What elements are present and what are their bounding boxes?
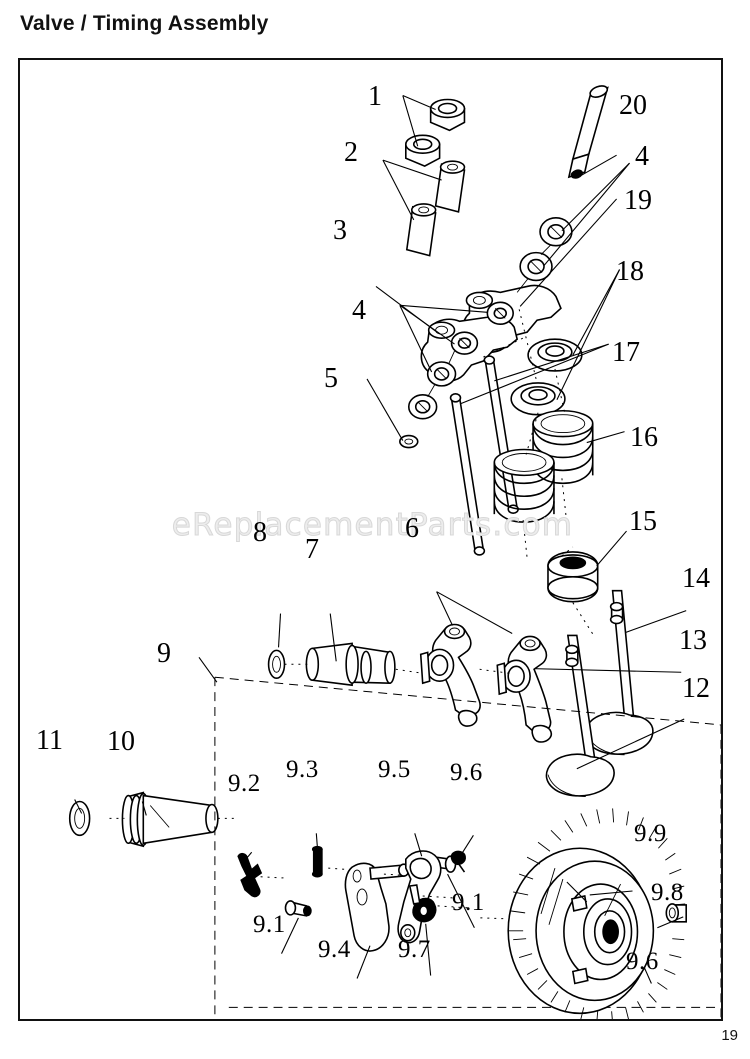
- part-tappet: [121, 791, 219, 848]
- part-plunger-9-3: [311, 845, 323, 878]
- diagram-frame: .ln { stroke:#000; stroke-width:1.2; fil…: [18, 58, 723, 1021]
- callout-9-6-lower: 9.6: [626, 948, 659, 975]
- part-tappet-washer: [68, 800, 91, 837]
- part-cam-gear-9-9: [507, 808, 686, 1019]
- callout-7: 7: [305, 534, 319, 565]
- callout-5: 5: [324, 363, 338, 394]
- part-adjusting-bolt: [567, 85, 609, 179]
- part-valve-spring-upper: [532, 409, 594, 485]
- callout-9-1-right: 9.1: [452, 889, 485, 916]
- part-bushing-9-8: [665, 903, 687, 923]
- part-pivot-l4: [407, 394, 438, 420]
- part-spring-retainer-upper: [527, 338, 583, 372]
- part-pivot-l3: [426, 361, 457, 387]
- exploded-parts-drawing: .ln { stroke:#000; stroke-width:1.2; fil…: [68, 85, 721, 1019]
- callout-15: 15: [629, 506, 657, 537]
- page-title: Valve / Timing Assembly: [20, 12, 269, 35]
- callout-20: 20: [619, 90, 647, 121]
- callout-6: 6: [405, 513, 419, 544]
- part-lock-nut-lower: [405, 134, 441, 168]
- page-number: 19: [721, 1027, 738, 1044]
- part-pivot-r1: [539, 217, 573, 247]
- part-valve-stem-seal: [547, 551, 599, 603]
- part-rocker-arm-2: [496, 635, 553, 743]
- part-exhaust-valve: [584, 589, 654, 756]
- callout-9-8: 9.8: [651, 879, 684, 906]
- callout-4-right: 4: [635, 141, 649, 172]
- part-adjuster-screw-upper: [434, 160, 466, 213]
- callout-9-4: 9.4: [318, 936, 351, 963]
- callout-9-3: 9.3: [286, 756, 319, 783]
- callout-18: 18: [616, 256, 644, 287]
- callout-12: 12: [682, 673, 710, 704]
- part-push-rod-2: [449, 393, 486, 556]
- callout-9-1-left: 9.1: [253, 911, 286, 938]
- part-washer: [399, 434, 419, 449]
- callout-1: 1: [368, 81, 382, 112]
- callout-3: 3: [333, 215, 347, 246]
- part-pivot-l1: [486, 301, 514, 326]
- part-lock-nut-upper: [429, 98, 466, 132]
- callout-9-9: 9.9: [634, 820, 667, 847]
- callout-9-6-upper: 9.6: [450, 759, 483, 786]
- part-weight-pin-9-7: [408, 884, 437, 923]
- callout-14: 14: [682, 563, 710, 594]
- part-spring-retainer-lower: [510, 382, 566, 416]
- callout-4-left: 4: [352, 295, 366, 326]
- callout-16: 16: [630, 422, 658, 453]
- callout-19: 19: [624, 185, 652, 216]
- part-pin-9-1-left: [284, 900, 312, 917]
- callout-17: 17: [612, 337, 640, 368]
- part-rocker-arm-1: [419, 623, 481, 727]
- callout-9-2: 9.2: [228, 770, 261, 797]
- callout-9-5: 9.5: [378, 756, 411, 783]
- callout-9: 9: [157, 638, 171, 669]
- part-adjuster-screw-lower: [405, 203, 437, 257]
- part-intake-valve: [545, 634, 615, 797]
- part-spring-9-2: [237, 852, 263, 898]
- callout-11: 11: [36, 725, 63, 756]
- callout-2: 2: [344, 137, 358, 168]
- part-pivot-r2: [519, 251, 553, 282]
- part-pivot-l2: [450, 331, 479, 355]
- part-rocker-shaft: [305, 642, 396, 687]
- sub-assembly-boundary: [214, 676, 721, 1019]
- part-shaft-washer: [267, 649, 286, 680]
- callout-10: 10: [107, 726, 135, 757]
- callout-13: 13: [679, 625, 707, 656]
- part-valve-spring-lower: [493, 448, 555, 523]
- callout-9-7: 9.7: [398, 936, 431, 963]
- callout-8: 8: [253, 517, 267, 548]
